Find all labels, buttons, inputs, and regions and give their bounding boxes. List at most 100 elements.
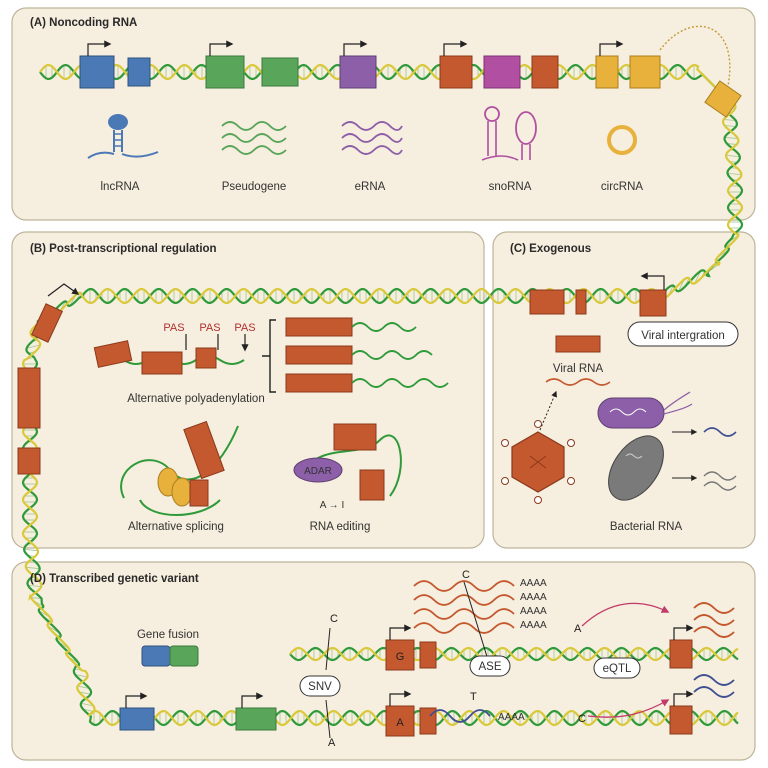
dna-base-pair [25,566,40,570]
polya-label: AAAA [520,606,547,617]
allele-c-top: C [330,613,338,625]
erna-wavy-lines-icon [341,121,403,155]
label-lncrna: lncRNA [101,181,140,193]
exon [119,707,155,731]
panel-c-title: (C) Exogenous [510,243,591,255]
hairpin-icon [87,114,159,159]
editing-diagram: ADAR A → I RNA editing [293,423,402,533]
dna-base-pair [26,344,41,349]
dna-base-pair [727,172,742,176]
label-alternative-polyadenylation: Alternative polyadenylation [127,393,264,405]
viral-rna-exon [555,335,601,353]
panel-a-title: (A) Noncoding RNA [30,17,137,29]
lncrna-gene [79,40,151,89]
snorna-gene [439,40,559,89]
label-viral-integration: Viral intergration [641,330,725,342]
dna-strand [21,63,744,727]
dna-base-pair [724,125,737,127]
viral-rna-wave [545,378,611,386]
dna-strand [289,646,739,662]
label-bacterial-rna: Bacterial RNA [610,521,683,533]
fusion-blue-part [141,645,171,667]
bacterial-rna-wave-1 [703,427,737,437]
allele-a-exon: A [396,717,404,729]
exon [17,367,41,429]
adar-label: ADAR [304,466,332,477]
polya-label: AAAA [498,712,525,723]
allele-t: T [470,691,477,703]
pseudogene-wavy-lines-icon [221,121,287,155]
panel-d-content: (D) Transcribed genetic variant Gene fus… [30,569,735,749]
label-viral-rna: Viral RNA [553,363,604,375]
label-snorna: snoRNA [489,181,532,193]
fusion-green-part [169,645,199,667]
exon [419,641,437,669]
eqtl-pill [593,657,641,679]
bacterium-purple-icon [597,391,737,437]
erna-gene [339,40,377,89]
pas-label-2: PAS [199,322,220,334]
eqtl-label: eQTL [603,663,632,675]
label-gene-fusion: Gene fusion [137,629,199,641]
label-pseudogene: Pseudogene [222,181,287,193]
virus-icon [501,420,575,504]
snv-pill [299,675,341,697]
bacterium-gray-icon [608,435,737,501]
dna-base-pair [77,685,90,689]
polya-label: AAAA [520,578,547,589]
allele-c-eqtl: C [578,713,586,725]
circle-icon [607,125,637,155]
label-erna: eRNA [355,181,386,193]
exon [669,639,693,669]
panel-b [11,231,485,549]
allele-a-bottom: A [328,737,336,749]
dna-base-pair [724,137,738,139]
exon [529,289,565,315]
label-alternative-splicing: Alternative splicing [128,521,224,533]
label-circrna: circRNA [601,181,643,193]
exon [575,289,587,315]
exon [235,707,277,731]
dna-base-pair [74,674,88,678]
snv-label: SNV [308,681,332,693]
polyadenylation-diagram: PAS PAS PAS Alternative polyadenylation [93,317,449,405]
editing-change-label: A → I [320,500,344,511]
allele-g: G [396,651,405,663]
circrna-gene [595,25,742,118]
exon-a [385,705,415,737]
panel-d-title: (D) Transcribed genetic variant [30,573,199,585]
dna-base-pair [78,691,91,695]
panel-b-title: (B) Post-transcriptional regulation [30,243,217,255]
dna-base-pair [27,584,42,588]
exon [30,303,64,343]
panel-b-content: (B) Post-transcriptional regulation PAS … [17,243,449,533]
dna-base-pair [723,119,736,121]
panel-a [11,7,756,221]
viral-integration-pill [627,321,739,347]
bacterial-rna-wave-2 [703,471,737,491]
exon [17,447,41,475]
label-rna-editing: RNA editing [310,521,371,533]
dna-base-pair [725,154,740,158]
polya-label: AAAA [520,592,547,603]
snorna-icon [481,106,537,161]
ase-pill [469,655,511,677]
panel-c-content: (C) Exogenous Viral intergration Viral R… [501,243,739,533]
exon [669,705,693,735]
polya-label: AAAA [520,620,547,631]
panel-a-content: (A) Noncoding RNA [30,17,742,193]
splicing-diagram: Alternative splicing [120,420,239,533]
eqtl-diagram: A eQTL C [574,602,735,735]
pas-label-3: PAS [234,322,255,334]
exon-g [385,639,415,671]
dna-base-pair [80,702,94,707]
pas-label-1: PAS [163,322,184,334]
allele-c-ase: C [462,569,470,581]
dna-strand [21,63,744,727]
ase-transcripts: AAAA AAAA AAAA AAAA C ASE T AAAA [413,569,547,723]
ase-label: ASE [478,661,501,673]
dna-base-pair [24,548,38,552]
pseudogene-gene [205,40,299,89]
allele-a-eqtl: A [574,623,582,635]
